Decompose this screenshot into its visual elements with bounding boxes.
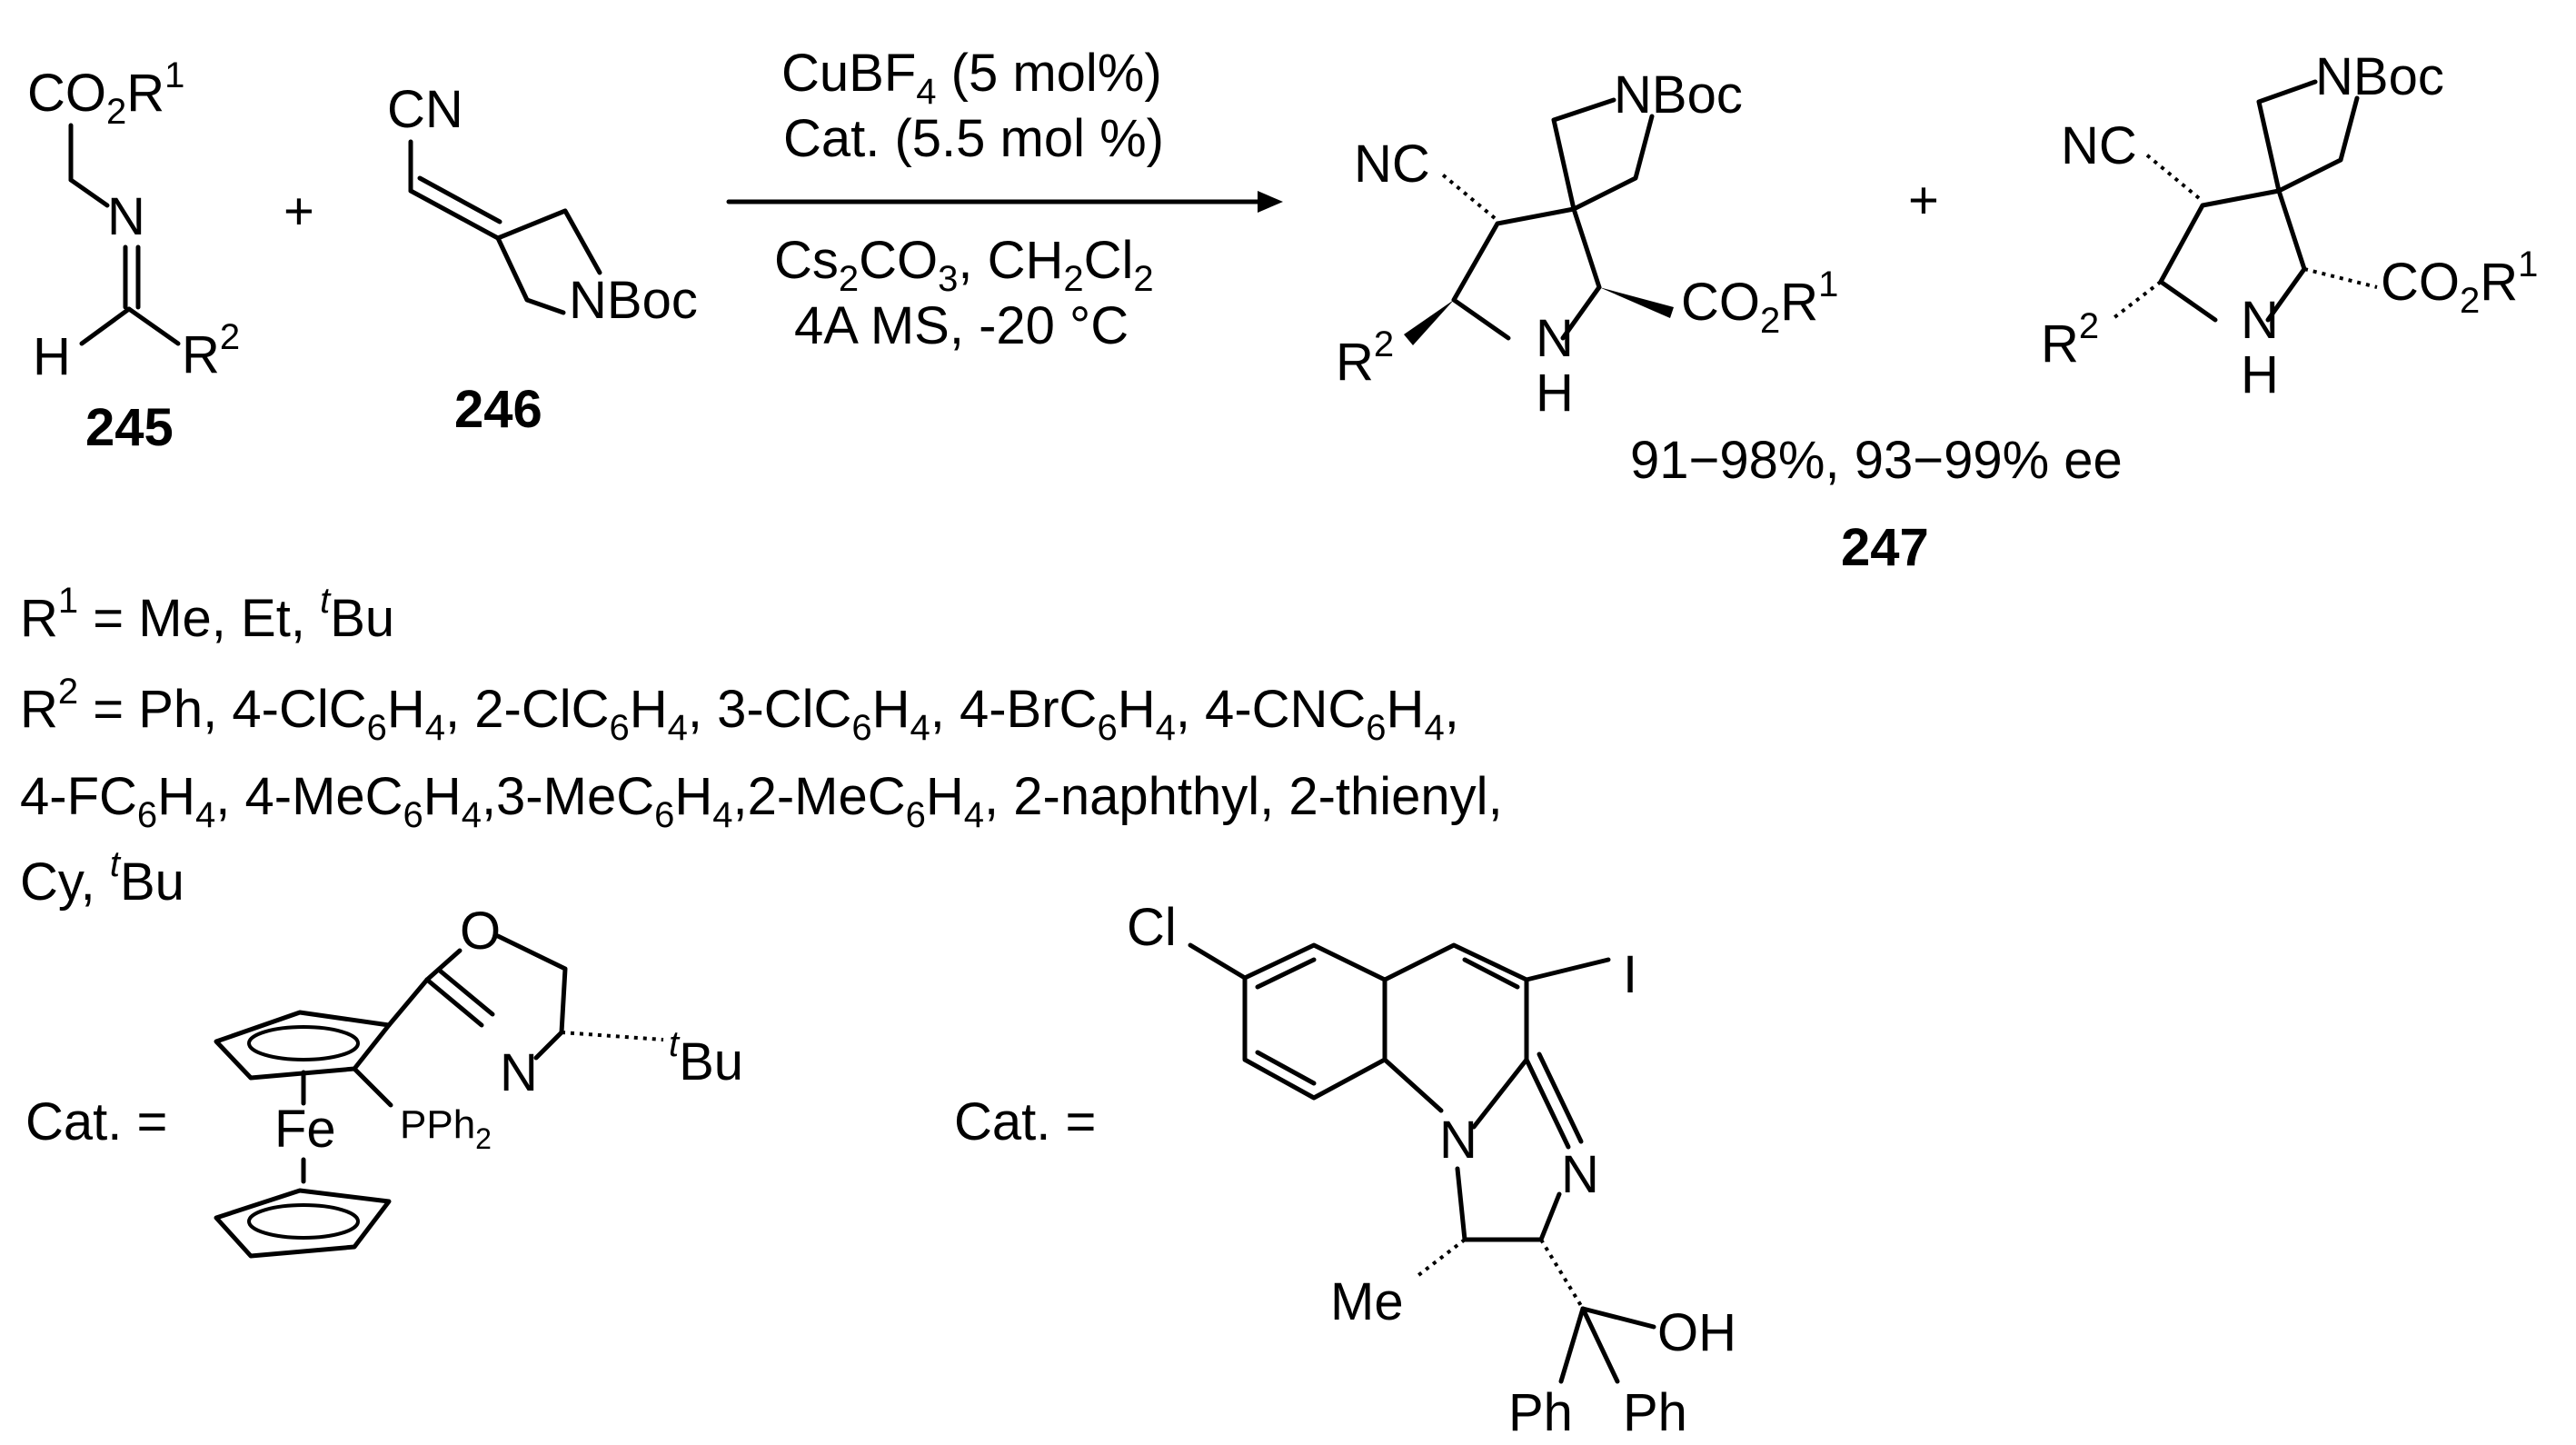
r2-definition-fragment: 6 [367,708,387,748]
iron-atom: Fe [274,1100,336,1159]
r2-definition-fragment: 4 [195,795,215,835]
r2-definition-fragment: , 3-ClC [688,680,851,739]
catalyst-label: Cat. = [954,1092,1096,1151]
r2-definition-fragment: , 4-MeC [215,767,403,826]
r2-definition-fragment: 4 [425,708,445,748]
r2-definition-fragment: , 4-CNC [1176,680,1366,739]
r2-definition-line-3: Cy, tBu [20,844,184,912]
r2-definition-fragment: R [20,680,58,739]
reagent-245: CO2R1 N H R2 245 [27,55,240,457]
phenyl-group-1: Ph [1508,1383,1573,1442]
catalyst-label: Cat. = [25,1092,167,1151]
r2-definition-fragment: H [387,680,425,739]
yield-and-ee: 91−98%, 93−99% ee [1630,431,2123,490]
ring-n: N [2241,291,2279,350]
r2-definition-fragment: 6 [610,708,630,748]
r2-definition-fragment: 6 [403,795,423,835]
r2-definition-fragment: = Ph, 4-ClC [78,680,367,739]
r2-definition-fragment: H [423,767,462,826]
ring-h: H [1536,364,1574,423]
ester-group: CO2R1 [2381,244,2538,321]
iodo-substituent: I [1623,945,1637,1004]
r2-definition-line-1: R2 = Ph, 4-ClC6H4, 2-ClC6H4, 3-ClC6H4, 4… [20,672,1459,748]
r2-definition-fragment: ,2-MeC [732,767,905,826]
h-atom: H [33,327,71,386]
compound-label-245: 245 [85,398,174,457]
r2-definition-fragment: ,3-MeC [482,767,654,826]
condition-line-3: Cs2CO3, CH2Cl2 [774,231,1154,299]
ester-group: CO2R1 [1681,264,1838,341]
r2-definition-fragment: , [1445,680,1459,739]
r2-definition-fragment: , 2-ClC [445,680,609,739]
plus-sign: + [1908,171,1939,230]
r2-group: R2 [2041,306,2099,374]
r2-definition-fragment: 2 [58,672,78,712]
product-247-diastereomer-a: NC NBoc N H CO2R1 R2 [1336,65,1838,423]
r2-definition-fragment: H [674,767,712,826]
phenyl-group-2: Ph [1623,1383,1687,1442]
r2-definition-fragment: 4 [1156,708,1176,748]
ester-group: CO2R1 [27,55,184,132]
catalyst-imidazoquinoline: Cat. = Cl I N N Me OH Ph Ph [954,898,1736,1442]
r2-definition-fragment: t [110,844,122,884]
plus-sign: + [283,182,314,241]
r2-definition-fragment: 6 [654,795,674,835]
r2-definition-fragment: 4 [964,795,984,835]
r2-definition-fragment: H [1118,680,1156,739]
r2-definition-fragment: 4 [462,795,482,835]
r2-definition-fragment: 4 [910,708,930,748]
r2-definition-fragment: 6 [1097,708,1117,748]
nboc-group: NBoc [569,271,698,330]
condition-line-2: Cat. (5.5 mol %) [783,109,1164,168]
nitrile-group: CN [387,80,463,139]
nitrile-group: NC [1354,135,1430,194]
r2-definition-fragment: 6 [851,708,871,748]
r2-definition-fragment: 4 [668,708,688,748]
r2-definition-fragment: 6 [137,795,157,835]
r2-definition-fragment: , 4-BrC [930,680,1098,739]
nboc-group: NBoc [2315,47,2444,106]
compound-label-246: 246 [454,380,542,439]
r2-group: R2 [1336,324,1394,392]
r2-definition-fragment: Bu [120,852,184,912]
ring-n: N [1536,309,1574,368]
r2-definition-fragment: H [630,680,668,739]
r2-definition-fragment: Cy, [20,852,110,912]
nitrile-group: NC [2061,116,2137,175]
r1-definition: R1 = Me, Et, tBu [20,581,394,648]
compound-label-247: 247 [1841,518,1929,577]
r2-definition-line-2: 4-FC6H4, 4-MeC6H4,3-MeC6H4,2-MeC6H4, 2-n… [20,767,1503,835]
oxazoline-o: O [460,902,501,961]
r2-definition-fragment: 6 [1366,708,1386,748]
ring-n1: N [1439,1111,1477,1170]
r2-definition-fragment: H [1387,680,1425,739]
catalyst-ferrocene-phosox: Cat. = Fe PPh2 O N tBu [25,902,743,1259]
pph2-group: PPh2 [400,1102,492,1155]
r2-definition-fragment: 4 [1424,708,1444,748]
imine-n: N [107,187,145,246]
r2-definition-fragment: H [926,767,964,826]
r2-group: R2 [182,317,240,384]
chloro-substituent: Cl [1127,898,1177,957]
ring-n2: N [1561,1145,1599,1204]
hydroxyl-group: OH [1657,1303,1736,1362]
r2-definition-fragment: 6 [906,795,926,835]
product-247-diastereomer-b: NC NBoc N H CO2R1 R2 [2041,47,2538,404]
condition-line-1: CuBF4 (5 mol%) [781,44,1162,112]
r2-definition-fragment: 4-FC [20,767,137,826]
oxazoline-n: N [500,1043,538,1102]
reaction-conditions: CuBF4 (5 mol%) Cat. (5.5 mol %) Cs2CO3, … [726,44,1283,355]
ring-h: H [2241,345,2279,404]
tbu-group: tBu [669,1024,743,1091]
r2-definition-fragment: , 2-naphthyl, 2-thienyl, [984,767,1503,826]
r2-definition-fragment: H [157,767,195,826]
r2-definition-fragment: H [872,680,910,739]
condition-line-4: 4A MS, -20 °C [794,296,1129,355]
r2-definition-fragment: 4 [712,795,732,835]
methyl-group: Me [1330,1272,1404,1331]
reagent-246: CN NBoc 246 [387,80,698,439]
nboc-group: NBoc [1614,65,1743,125]
